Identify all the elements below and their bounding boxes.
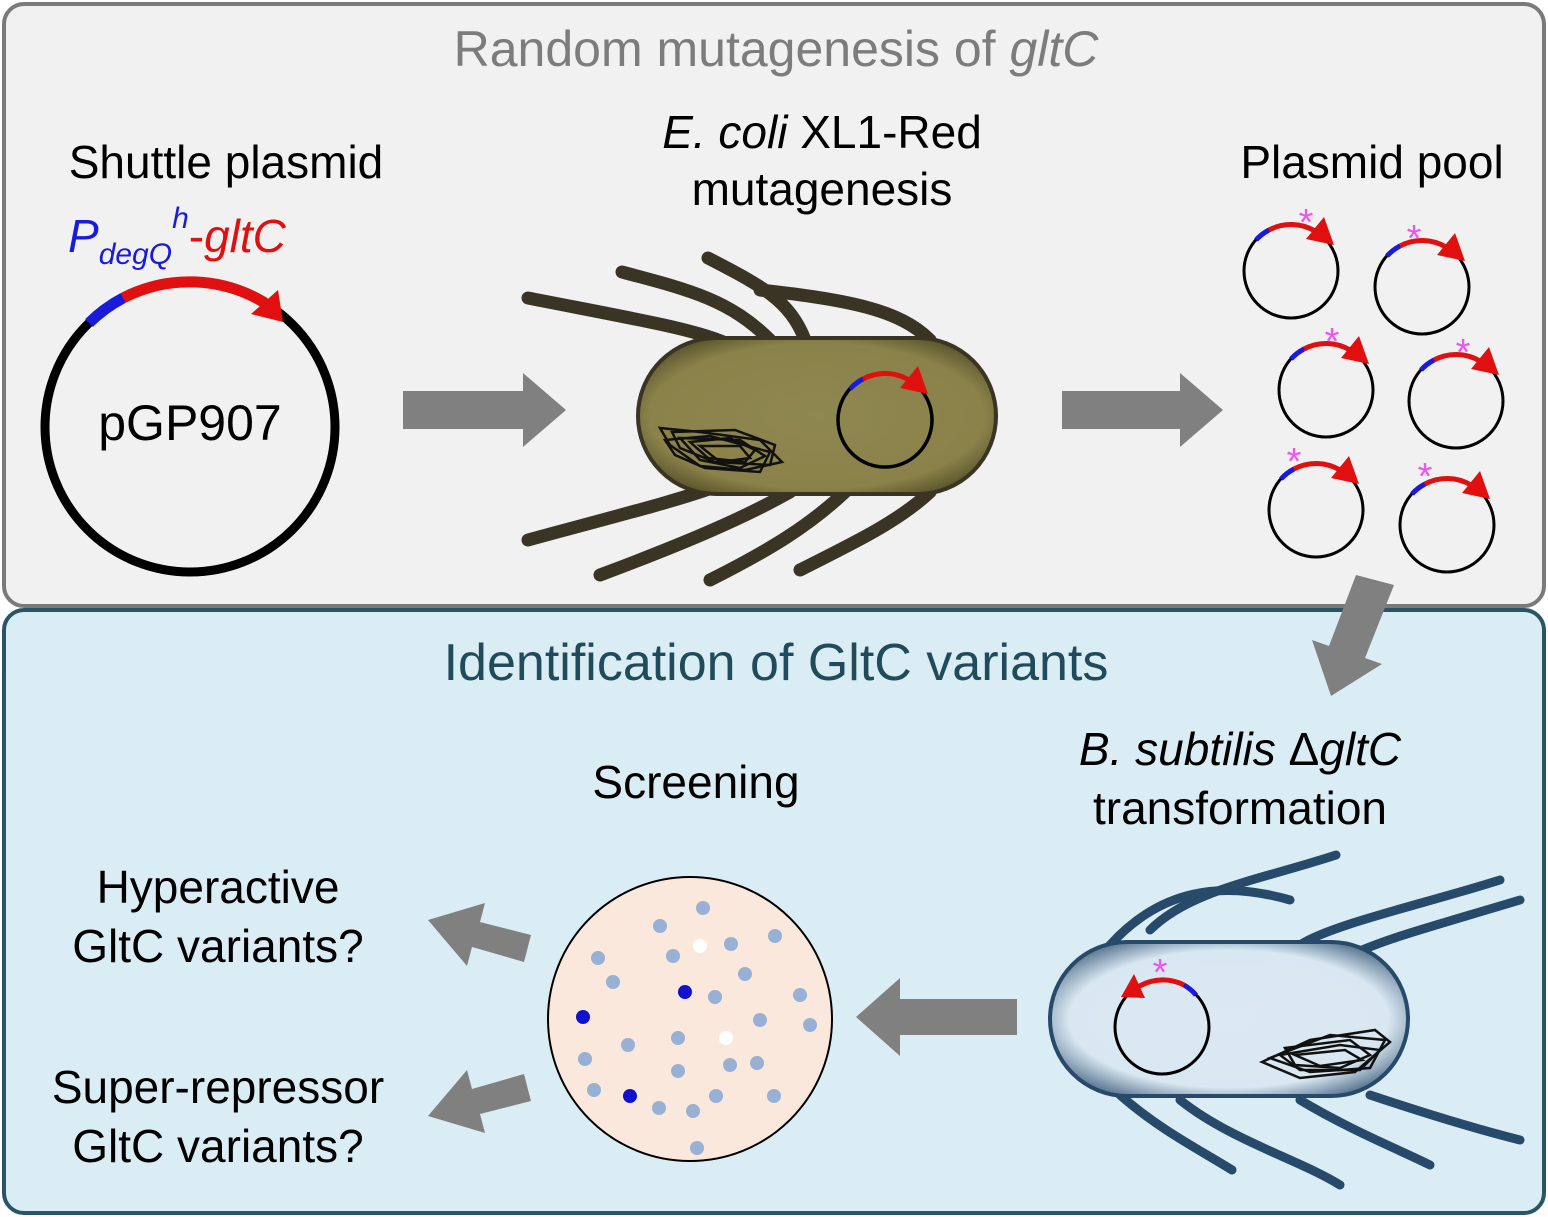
mutagenesis-panel-title: Random mutagenesis of gltC (454, 21, 1100, 77)
pool-plasmid: * (1407, 332, 1505, 450)
identification-panel-title: Identification of GltC variants (444, 634, 1109, 692)
pool-plasmid: * (1277, 321, 1375, 439)
bsubtilis-process-label: transformation (1093, 782, 1387, 834)
bsubtilis-flagella (1105, 850, 1525, 1190)
gltc-gene-segment (120, 276, 268, 308)
plasmid-pool-label: Plasmid pool (1240, 136, 1503, 188)
arrow-to-bsubtilis (1312, 575, 1394, 696)
mutation-marker: * (1407, 218, 1422, 260)
ecoli-cell (521, 251, 998, 587)
mutation-marker: * (1418, 456, 1433, 498)
promoter-gene-label: PdegQh-gltC (68, 202, 287, 271)
arrow-to-ecoli (403, 373, 566, 447)
pool-plasmid: * (1373, 218, 1471, 336)
mutation-marker: * (1153, 952, 1168, 994)
shuttle-plasmid-label: Shuttle plasmid (69, 136, 384, 188)
mutation-marker: * (1287, 441, 1302, 483)
ecoli-strain-label: E. coli XL1-Red (662, 106, 982, 158)
arrow-to-screening (856, 978, 1017, 1056)
bsubtilis-chromosome (1258, 1028, 1392, 1080)
hyperactive-label-line2: GltC variants? (72, 920, 363, 972)
bsubtilis-plasmid: * (1113, 952, 1211, 1076)
colonies (576, 901, 817, 1155)
plasmid-name: pGP907 (98, 395, 281, 451)
ecoli-process-label: mutagenesis (692, 163, 953, 215)
pool-plasmid: * (1242, 202, 1340, 320)
arrow-to-plasmid-pool (1062, 373, 1223, 447)
super-repressor-label-line2: GltC variants? (72, 1120, 363, 1172)
pool-plasmid: * (1398, 456, 1496, 574)
arrow-to-super-repressor (428, 1070, 531, 1133)
ecoli-chromosome (657, 426, 785, 474)
super-repressor-label-line1: Super-repressor (52, 1061, 384, 1113)
mutation-marker: * (1325, 321, 1340, 363)
hyperactive-label-line1: Hyperactive (97, 861, 340, 913)
screening-plate (547, 876, 833, 1162)
bsubtilis-strain-label: B. subtilis ΔgltC (1079, 723, 1402, 775)
mutation-marker: * (1299, 202, 1314, 244)
bsubtilis-cell: * (1048, 850, 1525, 1190)
screening-label: Screening (592, 756, 799, 808)
mutation-marker: * (1456, 332, 1471, 374)
plasmid-pool: * * * * * (1242, 202, 1505, 574)
pool-plasmid: * (1267, 441, 1365, 559)
ecoli-plasmid (836, 366, 934, 469)
promoter-segment (85, 293, 126, 327)
gltc-gene-arrowhead (251, 290, 283, 322)
arrow-to-hyperactive (428, 903, 531, 966)
shuttle-plasmid: pGP907 (40, 276, 340, 577)
